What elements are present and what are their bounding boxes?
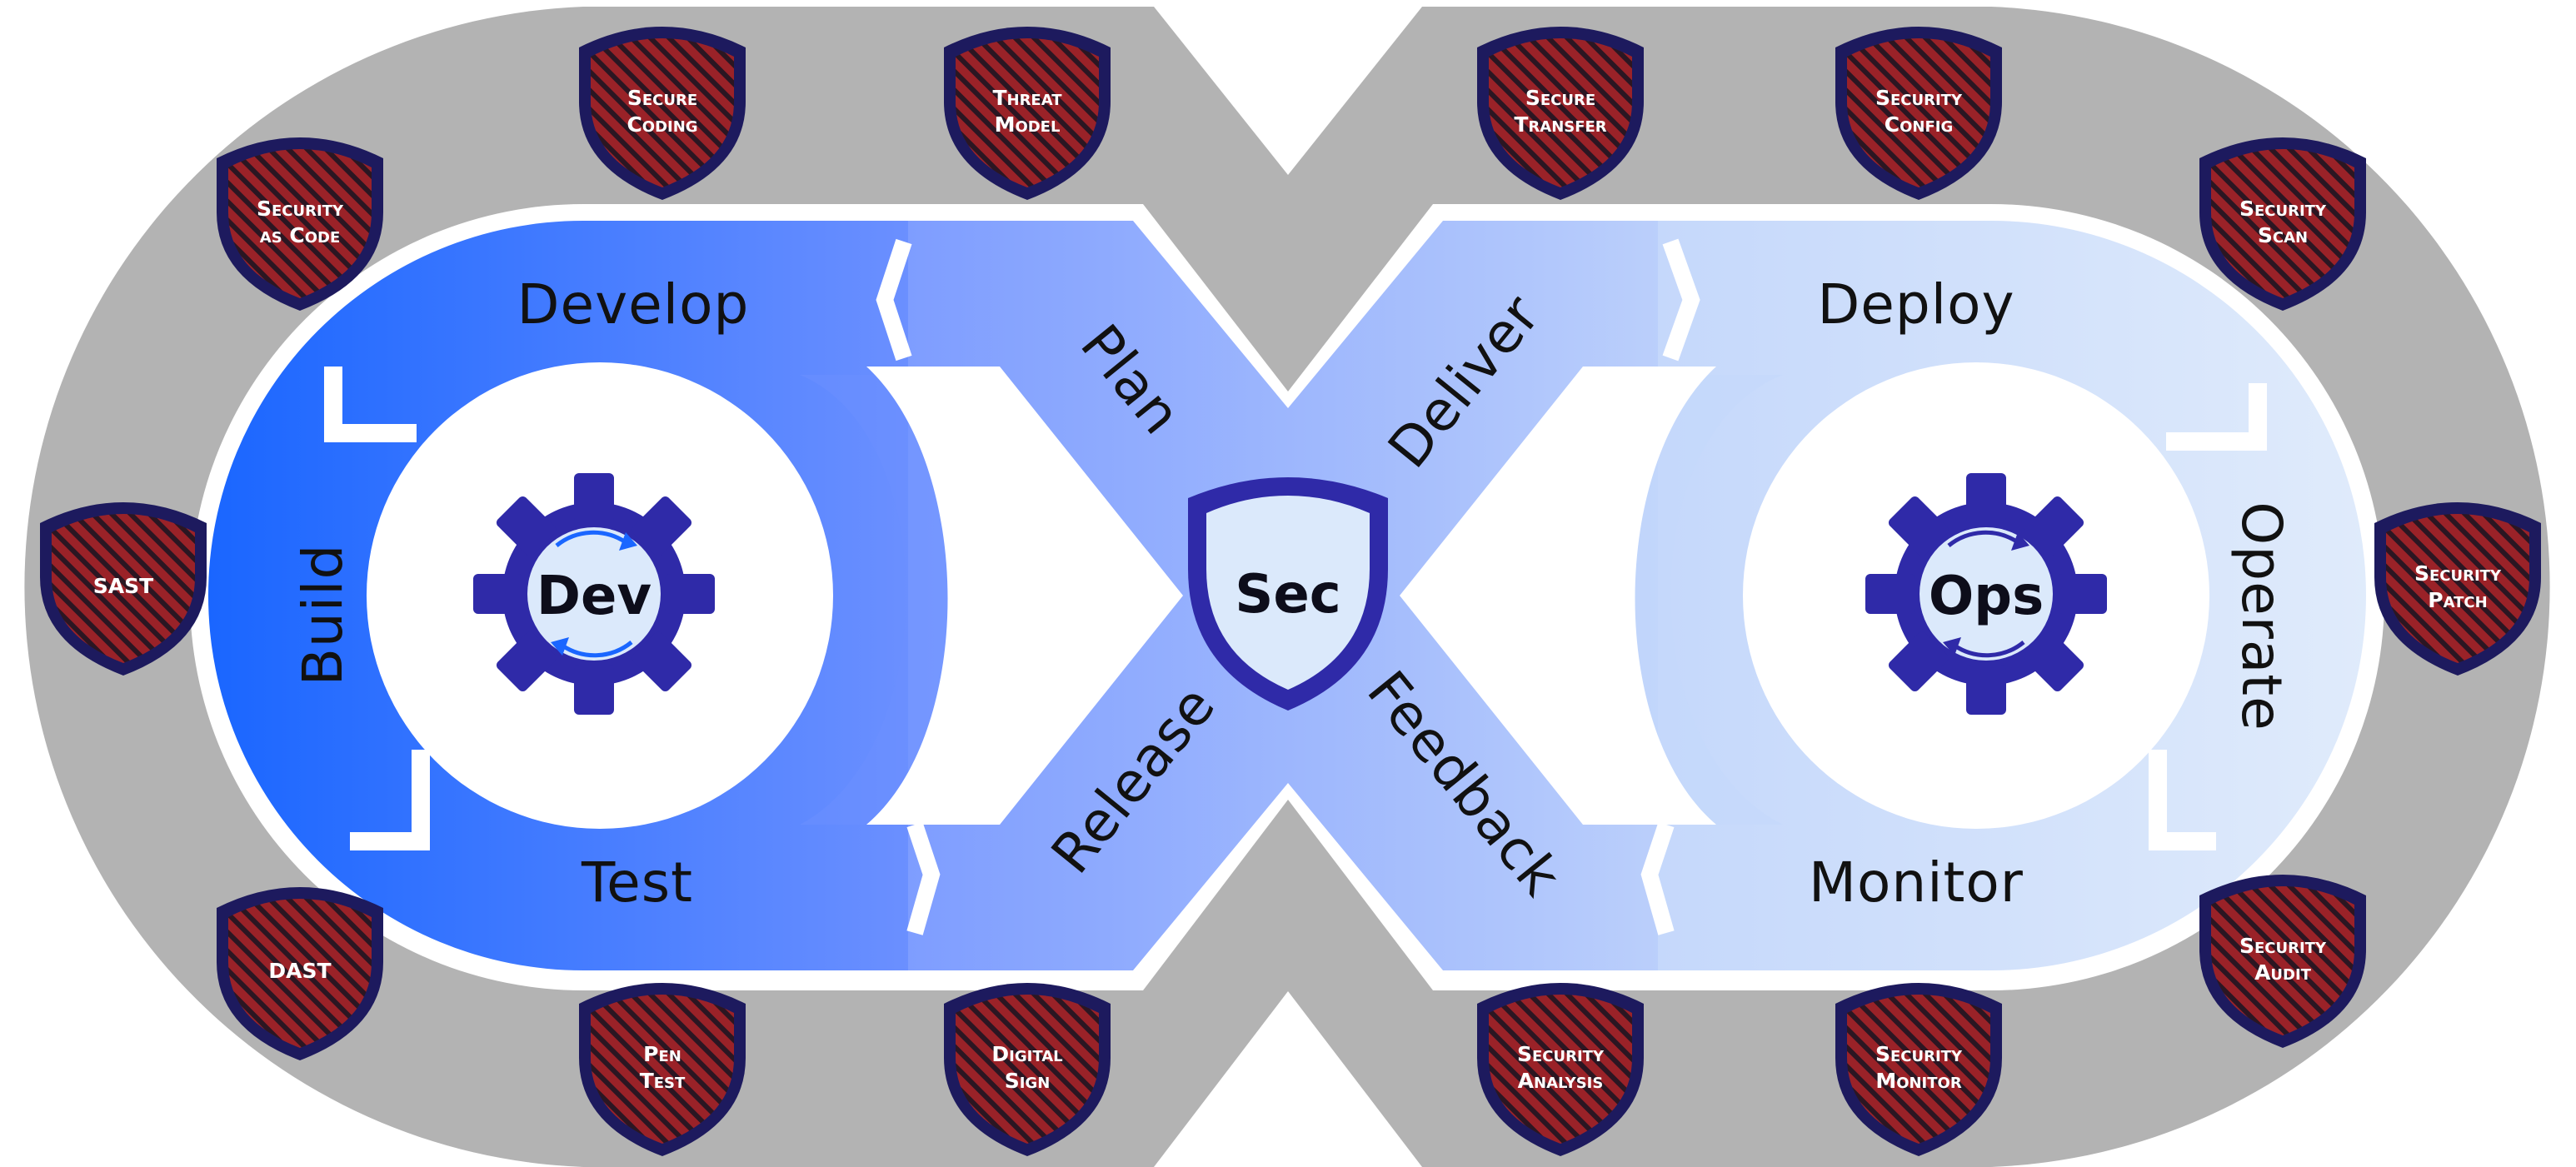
shield-dast: DAST bbox=[217, 887, 383, 1060]
dev-gear-icon bbox=[473, 473, 715, 715]
shield-stripes bbox=[591, 38, 734, 187]
ops-gear-icon bbox=[1865, 473, 2107, 715]
shield-sast: SAST bbox=[40, 502, 207, 676]
stage-test: Test bbox=[581, 850, 693, 915]
shield-label-line1: Security bbox=[2414, 561, 2502, 586]
shield-stripes bbox=[1489, 995, 1632, 1144]
shield-stripes bbox=[956, 38, 1099, 187]
shield-stripes bbox=[1847, 38, 1990, 187]
shield-label-line2: Scan bbox=[2258, 223, 2308, 247]
stage-develop: Develop bbox=[517, 272, 750, 337]
shield-label-line1: Pen bbox=[643, 1042, 681, 1066]
shield-label-line2: Test bbox=[640, 1069, 686, 1093]
shield-label-line2: Config bbox=[1885, 112, 1953, 137]
shield-label-line1: Security bbox=[2239, 934, 2327, 958]
shield-label-line1: Security bbox=[1875, 1042, 1963, 1066]
security-shields: SecureCodingThreatModelSecureTransferSec… bbox=[40, 27, 2541, 1156]
shield-stripes bbox=[1847, 995, 1990, 1144]
shield-label-line1: SAST bbox=[93, 574, 153, 598]
shield-stripes bbox=[228, 149, 372, 298]
sec-shield-icon bbox=[1188, 477, 1388, 711]
shield-stripes bbox=[52, 514, 195, 663]
shield-label-line1: Threat bbox=[992, 86, 1062, 110]
stage-build: Build bbox=[291, 544, 355, 686]
shield-label-line2: Model bbox=[995, 112, 1061, 137]
shield-label-line2: Audit bbox=[2254, 960, 2312, 985]
stage-monitor: Monitor bbox=[1809, 850, 2024, 915]
shield-label-line1: Security bbox=[257, 197, 344, 221]
sec-hub-label: Sec bbox=[1235, 564, 1340, 626]
shield-stripes bbox=[2211, 149, 2354, 298]
shield-label-line2: Analysis bbox=[1518, 1069, 1604, 1093]
shield-label-line2: Monitor bbox=[1875, 1069, 1962, 1093]
shield-label-line2: Patch bbox=[2428, 588, 2487, 612]
shield-stripes bbox=[591, 995, 734, 1144]
ops-hub-label: Ops bbox=[1929, 566, 2044, 627]
shield-label-line2: Coding bbox=[627, 112, 697, 137]
shield-label-line1: Digital bbox=[991, 1042, 1062, 1066]
shield-label-line2: Transfer bbox=[1514, 112, 1606, 137]
shield-label-line1: Security bbox=[2239, 197, 2327, 221]
shield-label-line1: Secure bbox=[627, 86, 697, 110]
shield-stripes bbox=[1489, 38, 1632, 187]
shield-stripes bbox=[956, 995, 1099, 1144]
stage-operate: Operate bbox=[2229, 501, 2294, 731]
shield-label-line2: Sign bbox=[1005, 1069, 1051, 1093]
shield-label-line2: as Code bbox=[260, 223, 340, 247]
shield-stripes bbox=[228, 899, 372, 1048]
dev-hub-label: Dev bbox=[537, 566, 651, 627]
shield-label-line1: Secure bbox=[1525, 86, 1595, 110]
shield-label-line1: DAST bbox=[268, 959, 331, 983]
shield-label-line1: Security bbox=[1875, 86, 1963, 110]
shield-stripes bbox=[2211, 886, 2354, 1035]
stage-deploy: Deploy bbox=[1817, 272, 2014, 337]
shield-stripes bbox=[2386, 514, 2529, 663]
shield-label-line1: Security bbox=[1517, 1042, 1605, 1066]
